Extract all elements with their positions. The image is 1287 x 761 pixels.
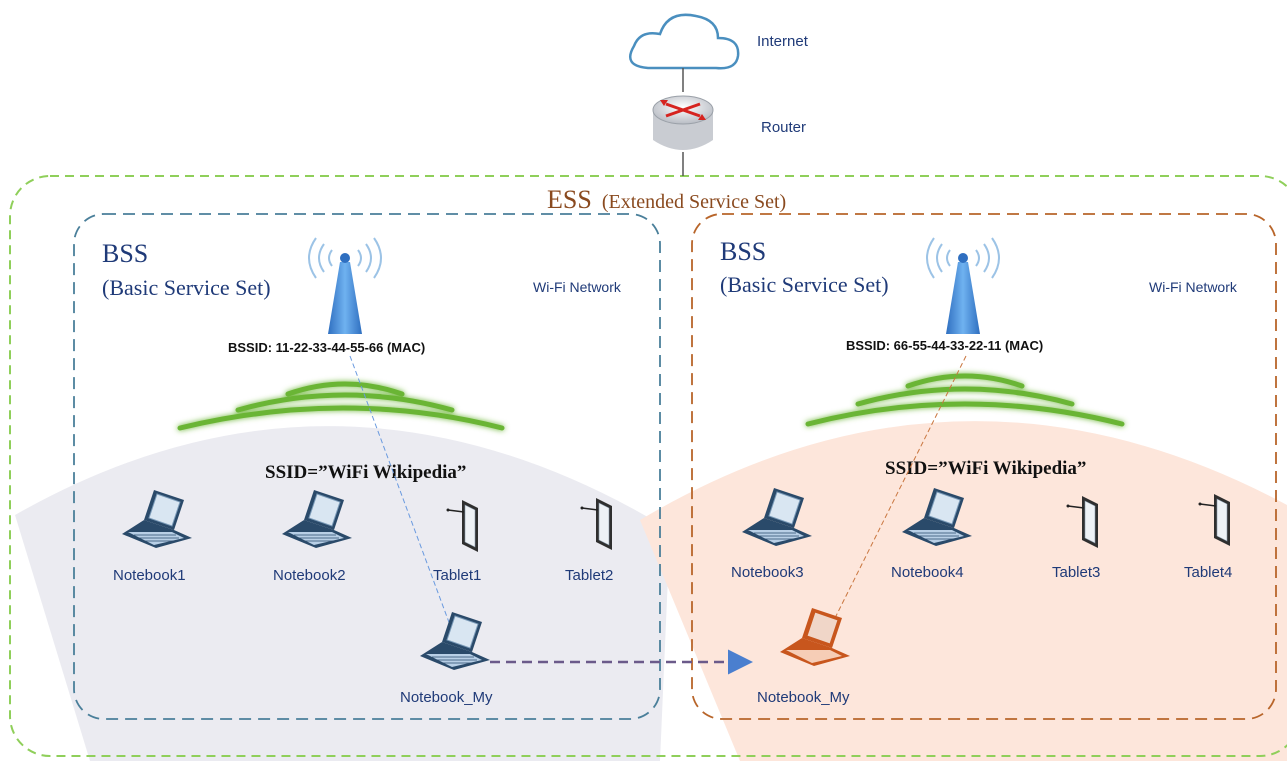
bss-right-subtitle: (Basic Service Set) (720, 272, 889, 297)
device-tablet3-label: Tablet3 (1052, 564, 1100, 581)
device-notebook3-label: Notebook3 (731, 564, 804, 581)
device-tablet4-label: Tablet4 (1184, 564, 1232, 581)
router-icon (652, 95, 714, 150)
device-tablet1-label: Tablet1 (433, 567, 481, 584)
ess-boundary (9, 175, 1287, 757)
coverage-area-right (640, 421, 1287, 761)
bssid-right: BSSID: 66-55-44-33-22-11 (MAC) (846, 338, 1043, 353)
ssid-left: SSID=”WiFi Wikipedia” (265, 462, 466, 483)
ess-title-main: ESS (547, 185, 592, 214)
bss-left-title: BSS (102, 239, 148, 268)
bss-right-network-label: Wi-Fi Network (1149, 279, 1238, 295)
device-notebook1-label: Notebook1 (113, 567, 186, 584)
device-notebook2-label: Notebook2 (273, 567, 346, 584)
device-notebook4-label: Notebook4 (891, 564, 964, 581)
wifi-waves-right (805, 373, 1125, 427)
ess-title-sub: (Extended Service Set) (602, 191, 786, 213)
roaming-device-right-label: Notebook_My (757, 689, 850, 706)
ess-title: ESS (Extended Service Set) (547, 185, 786, 214)
wifi-waves-left (177, 381, 505, 431)
bss-right-title: BSS (720, 237, 766, 266)
internet-label: Internet (757, 33, 809, 50)
access-point-right-icon (926, 237, 1000, 334)
bss-left-network-label: Wi-Fi Network (533, 279, 622, 295)
bss-left-subtitle: (Basic Service Set) (102, 275, 271, 300)
association-line-right (829, 355, 967, 629)
ssid-right: SSID=”WiFi Wikipedia” (885, 458, 1086, 479)
roaming-device-left-label: Notebook_My (400, 689, 493, 706)
access-point-left-icon (308, 237, 382, 334)
cloud-icon (629, 13, 740, 70)
roaming-laptop-right-icon (780, 608, 850, 666)
bssid-left: BSSID: 11-22-33-44-55-66 (MAC) (228, 340, 425, 355)
router-label: Router (761, 119, 806, 136)
device-tablet2-label: Tablet2 (565, 567, 613, 584)
